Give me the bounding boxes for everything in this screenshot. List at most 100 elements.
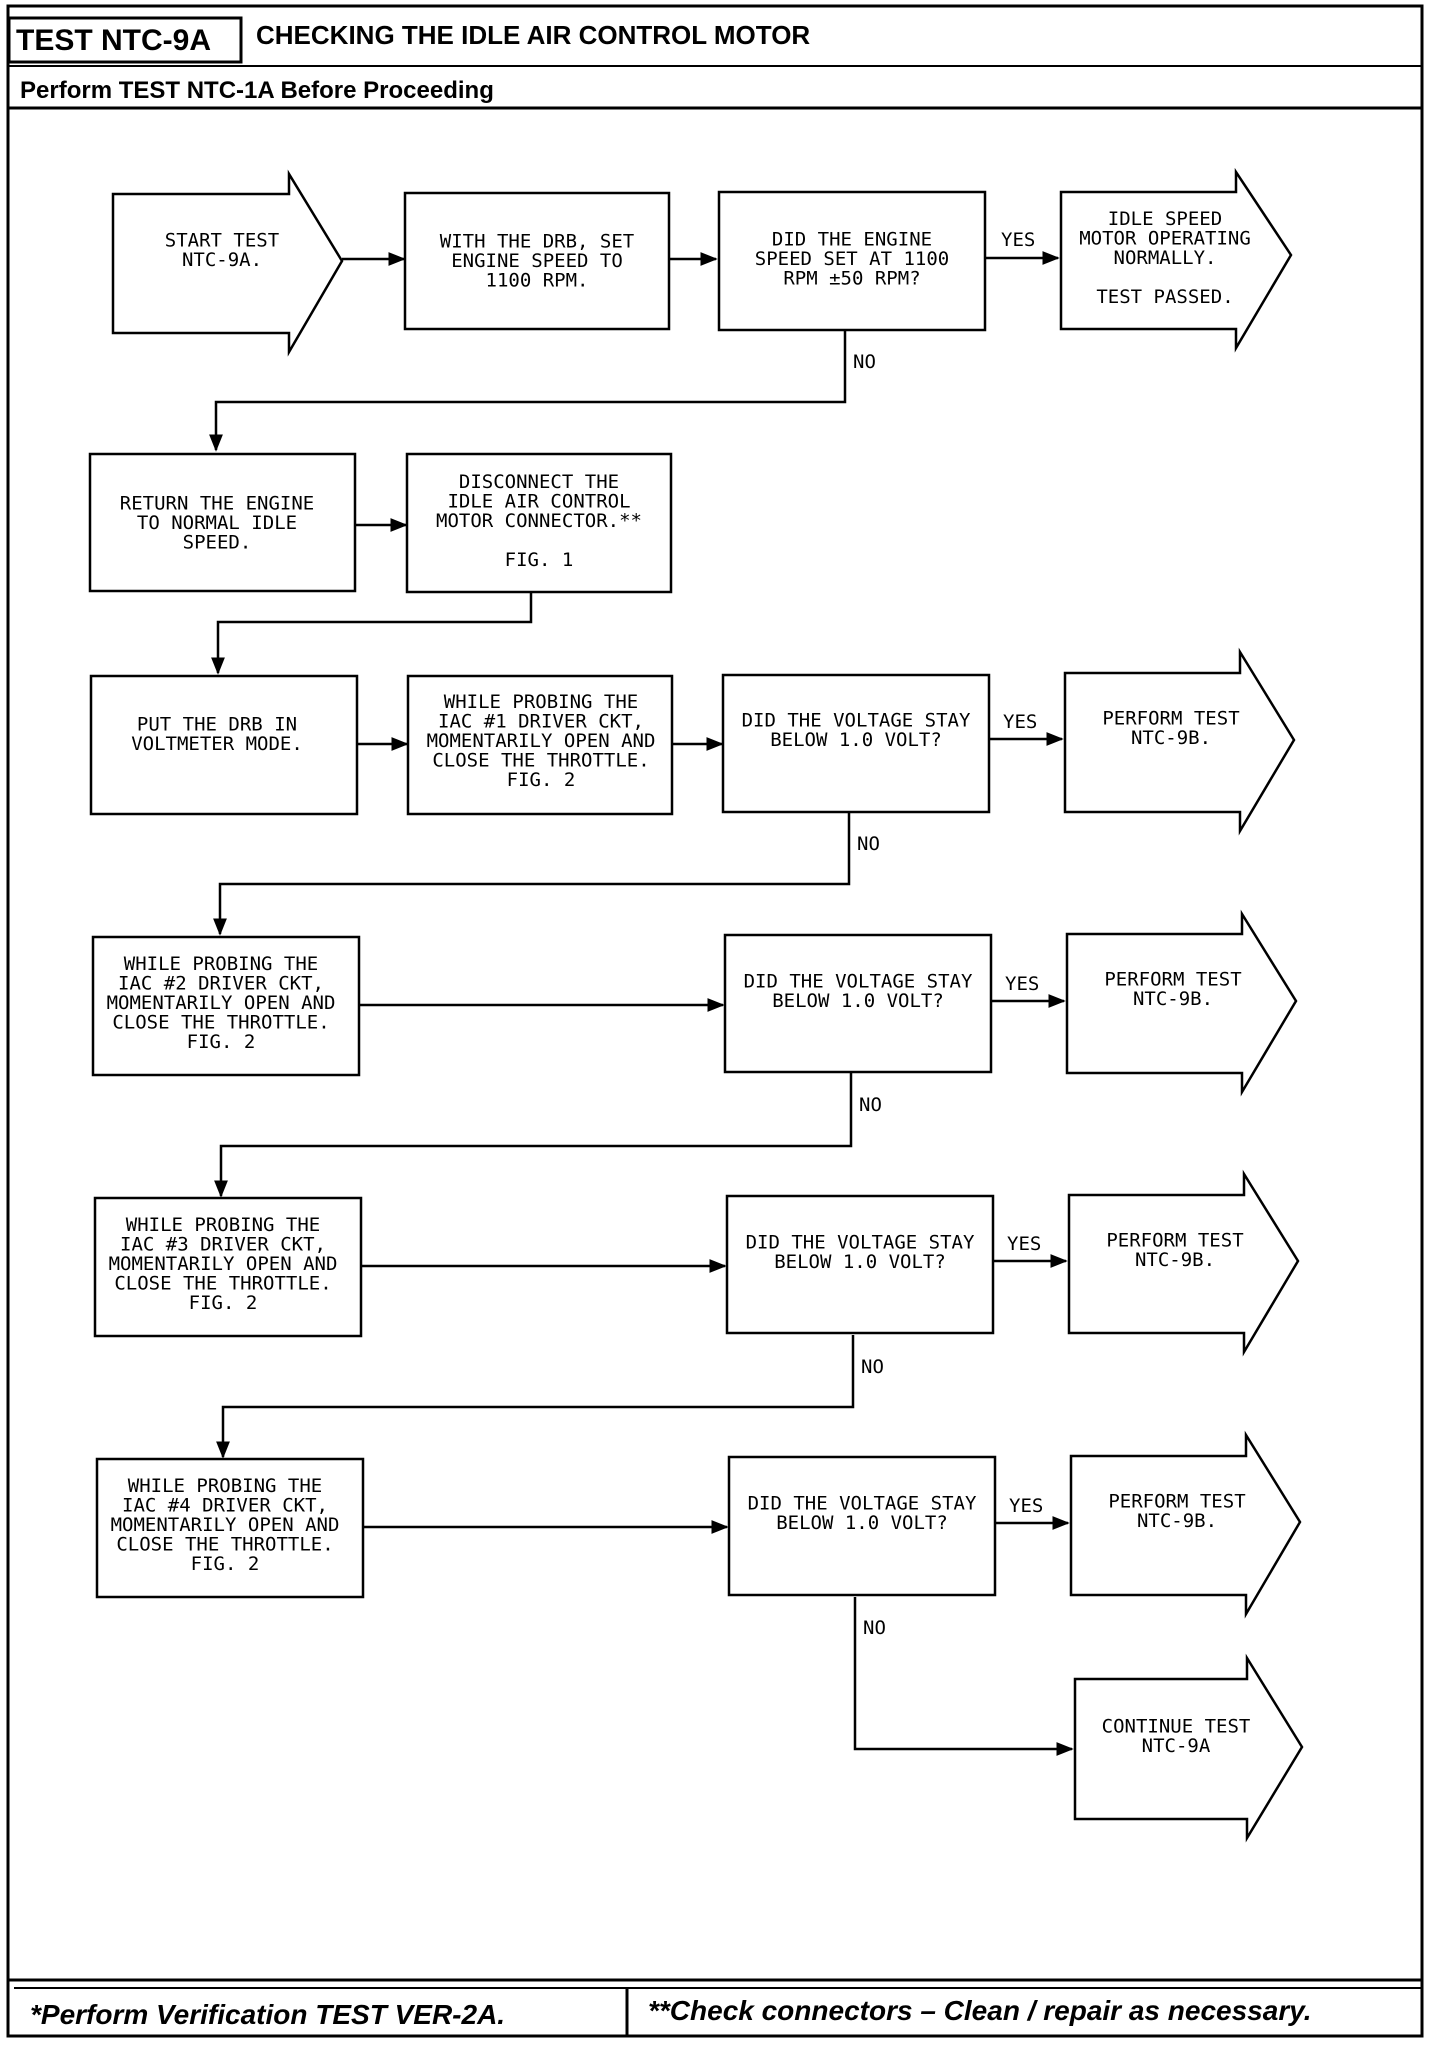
node-text-line: PERFORM TEST: [1102, 707, 1239, 729]
node-text-line: BELOW 1.0 VOLT?: [774, 1251, 946, 1273]
node-text-line: WITH THE DRB, SET: [440, 231, 634, 253]
node-text-line: NTC-9A.: [182, 249, 262, 271]
node-text-line: TEST PASSED.: [1096, 286, 1233, 308]
footer-right-note: **Check connectors – Clean / repair as n…: [648, 1995, 1312, 2026]
connector-no-continue: [853, 1597, 1074, 1756]
node-text-line: FIG. 2: [507, 769, 576, 791]
node-text-line: IAC #2 DRIVER CKT,: [118, 973, 324, 995]
node-text-line: NTC-9B.: [1137, 1510, 1217, 1532]
yes-label: YES: [1005, 973, 1039, 995]
yes-label: YES: [1003, 711, 1037, 733]
node-text-line: TO NORMAL IDLE: [137, 512, 297, 534]
node-text-line: CLOSE THE THROTTLE.: [116, 1534, 333, 1556]
node-text-line: PERFORM TEST: [1108, 1490, 1245, 1512]
node-text-line: CLOSE THE THROTTLE.: [114, 1273, 331, 1295]
node-text-line: IAC #3 DRIVER CKT,: [120, 1234, 326, 1256]
no-label: NO: [859, 1094, 882, 1116]
node-text-line: RPM ±50 RPM?: [783, 268, 920, 290]
node-text-line: WHILE PROBING THE: [444, 691, 638, 713]
node-text-line: NTC-9B.: [1133, 988, 1213, 1010]
node-text-line: DISCONNECT THE: [459, 471, 619, 493]
node-text-line: MOMENTARILY OPEN AND: [109, 1253, 338, 1275]
node-text-line: MOTOR OPERATING: [1079, 228, 1251, 250]
yes-label: YES: [1001, 229, 1035, 251]
node-text-line: WHILE PROBING THE: [128, 1475, 322, 1497]
node-text-line: MOTOR CONNECTOR.**: [436, 510, 642, 532]
node-text-line: SPEED SET AT 1100: [755, 248, 949, 270]
node-text-line: CLOSE THE THROTTLE.: [432, 750, 649, 772]
page-subtitle: Perform TEST NTC-1A Before Proceeding: [20, 77, 494, 104]
node-text-line: NTC-9A: [1142, 1735, 1211, 1757]
node-text-line: IAC #1 DRIVER CKT,: [438, 711, 644, 733]
node-text-line: CLOSE THE THROTTLE.: [112, 1012, 329, 1034]
node-text-line: NORMALLY.: [1114, 247, 1217, 269]
node-text-line: IDLE AIR CONTROL: [447, 491, 630, 513]
no-label: NO: [857, 833, 880, 855]
node-text-line: BELOW 1.0 VOLT?: [770, 729, 942, 751]
node-text-line: DID THE VOLTAGE STAY: [744, 970, 973, 992]
node-text-line: DID THE VOLTAGE STAY: [746, 1231, 975, 1253]
node-text-line: PUT THE DRB IN: [137, 713, 297, 735]
node-text-line: BELOW 1.0 VOLT?: [772, 990, 944, 1012]
node-text-line: SPEED.: [183, 532, 252, 554]
node-text-line: DID THE VOLTAGE STAY: [742, 709, 971, 731]
no-label: NO: [863, 1617, 886, 1639]
node-text-line: FIG. 1: [505, 549, 574, 571]
connector-no-probe4: [216, 1335, 855, 1459]
test-id: TEST NTC-9A: [16, 24, 211, 57]
node-text-line: BELOW 1.0 VOLT?: [776, 1512, 948, 1534]
no-label: NO: [853, 351, 876, 373]
node-text-line: START TEST: [165, 229, 279, 251]
node-text-line: DID THE VOLTAGE STAY: [748, 1492, 977, 1514]
node-text-line: NTC-9B.: [1135, 1249, 1215, 1271]
node-text-line: NTC-9B.: [1131, 727, 1211, 749]
node-text-line: VOLTMETER MODE.: [131, 733, 303, 755]
yes-label: YES: [1009, 1495, 1043, 1517]
connector-disconnect-to-voltmeter: [211, 592, 533, 675]
node-text-line: PERFORM TEST: [1104, 968, 1241, 990]
node-text-line: 1100 RPM.: [486, 270, 589, 292]
header: TEST NTC-9A CHECKING THE IDLE AIR CONTRO…: [16, 20, 810, 104]
node-text-line: IDLE SPEED: [1108, 208, 1222, 230]
node-text-line: MOMENTARILY OPEN AND: [107, 992, 336, 1014]
page-title: CHECKING THE IDLE AIR CONTROL MOTOR: [256, 20, 810, 50]
connector-no-probe2: [213, 812, 851, 936]
node-text-line: MOMENTARILY OPEN AND: [111, 1514, 340, 1536]
connectors: [209, 251, 1074, 1756]
footer-left-note: *Perform Verification TEST VER-2A.: [30, 1999, 505, 2030]
node-text-line: FIG. 2: [191, 1553, 260, 1575]
node-text-line: WHILE PROBING THE: [126, 1214, 320, 1236]
no-label: NO: [861, 1356, 884, 1378]
